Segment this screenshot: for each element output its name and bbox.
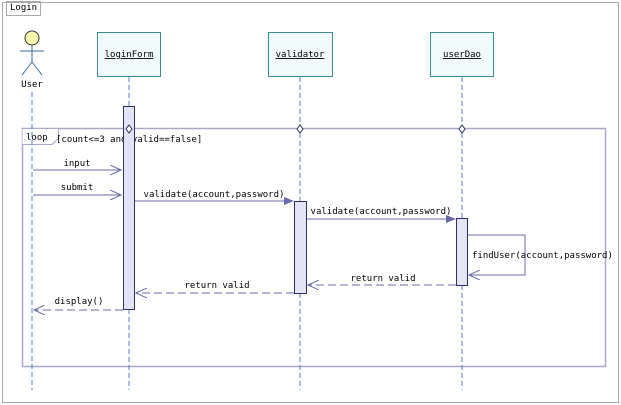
- message-label-return-valid-2: return valid: [184, 281, 249, 291]
- actor-left-leg: [21, 61, 33, 76]
- activation-validator: [294, 201, 307, 294]
- message-input[interactable]: input: [33, 159, 121, 170]
- lifeline-label-validator: validator: [276, 50, 325, 60]
- message-label-return-valid-1: return valid: [350, 274, 415, 284]
- message-return-valid-2[interactable]: return valid: [136, 281, 294, 293]
- loop-fragment: [21, 127, 607, 368]
- message-label-display: display(): [55, 297, 104, 307]
- lifeline-box-userdao[interactable]: userDao: [430, 32, 494, 77]
- message-label-validate-2: validate(account,password): [311, 207, 452, 217]
- message-submit[interactable]: submit: [33, 183, 121, 195]
- message-label-validate-1: validate(account,password): [144, 190, 285, 200]
- lifeline-label-userdao: userDao: [443, 50, 481, 60]
- actor-head: [24, 30, 40, 46]
- activation-loginform: [123, 106, 135, 310]
- loop-operator-label: loop: [26, 133, 48, 143]
- message-validate-to-userdao[interactable]: validate(account,password): [307, 207, 456, 223]
- message-return-valid-1[interactable]: return valid: [308, 274, 456, 285]
- actor-name: User: [21, 80, 43, 90]
- interaction-point-userdao: [458, 124, 466, 134]
- message-label-input: input: [63, 159, 90, 169]
- lifeline-box-validator[interactable]: validator: [268, 32, 333, 77]
- message-label-finduser: findUser(account,password): [472, 251, 613, 261]
- message-validate-to-validator[interactable]: validate(account,password): [135, 190, 294, 205]
- actor-right-leg: [31, 61, 43, 76]
- message-finduser-self[interactable]: findUser(account,password): [468, 234, 613, 275]
- lifeline-box-loginform[interactable]: loginForm: [97, 32, 161, 77]
- actor-user[interactable]: User: [20, 30, 44, 90]
- activation-userdao: [456, 218, 468, 286]
- message-label-submit: submit: [61, 183, 94, 193]
- interaction-point-validator: [296, 124, 304, 134]
- frame-title-tab: Login: [6, 1, 42, 16]
- lifeline-label-loginform: loginForm: [105, 50, 154, 60]
- message-display[interactable]: display(): [34, 297, 123, 310]
- interaction-point-loginform: [125, 124, 133, 134]
